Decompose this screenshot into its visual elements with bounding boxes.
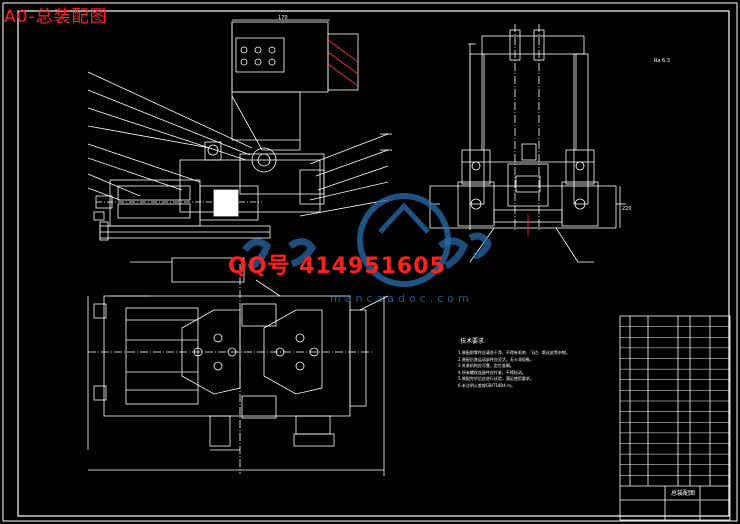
technical-requirements-heading: 技术要求 [460,338,485,345]
technical-requirement-line: 5.装配完毕后应进行试验，满足使用要求。 [458,376,534,381]
technical-requirement-line: 6.未注明公差按GB/T1804-m。 [458,382,515,388]
technical-requirements-list: 1.装配前零件应清洗干净，不得有毛刺、飞边、氧化皮等杂物。 2.装配后各运动部件… [458,350,570,389]
drawing-title: A0-总装配图 [4,7,108,27]
dimension-top-width: 170 [278,15,288,21]
technical-requirement-line: 1.装配前零件应清洗干净，不得有毛刺、飞边、氧化皮等杂物。 [458,350,570,355]
dimension-right-height: 220 [622,206,632,212]
title-block-drawing-name: 总装配图 [671,490,696,497]
surface-finish-note: Ra 6.3 [654,58,670,64]
technical-requirement-line: 3.夹紧机构应可靠，定位准确。 [458,363,514,368]
technical-requirement-line: 2.装配后各运动部件应灵活，无卡滞现象。 [458,356,534,362]
technical-requirement-line: 4.所有螺纹连接件应拧紧，不得松动。 [458,369,526,375]
watermark-contact: QQ号 414951605 [228,254,446,279]
watermark-site: mancaadoc.com [330,292,473,305]
